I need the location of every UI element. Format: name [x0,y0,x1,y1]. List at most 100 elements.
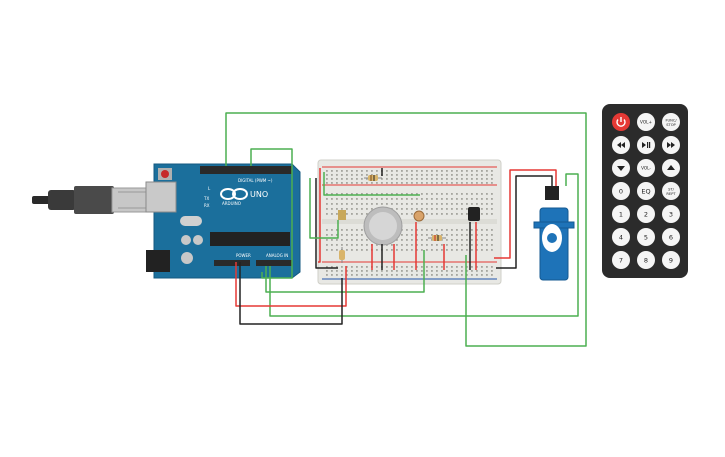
wire-red [235,262,347,307]
breadboard-hole [331,178,333,180]
breadboard-hole [481,274,483,276]
remote-button-label: 1 [619,210,623,218]
breadboard-hole [451,274,453,276]
remote-button[interactable] [612,136,630,154]
remote-button[interactable]: 1 [612,205,630,223]
breadboard-hole [331,234,333,236]
ir-receiver[interactable] [468,207,480,221]
remote-button-label: STOP [666,123,676,127]
breadboard-hole [466,193,468,195]
temperature-sensor[interactable] [338,210,346,220]
breadboard-hole [481,182,483,184]
remote-button[interactable] [612,113,630,131]
breadboard-hole [411,208,413,210]
breadboard-hole [461,170,463,172]
breadboard-hole [386,193,388,195]
breadboard-hole [376,170,378,172]
remote-button-label: 6 [669,233,673,241]
remote-button[interactable]: VOL- [637,159,655,177]
breadboard-hole [376,203,378,205]
breadboard-hole [341,198,343,200]
resistor[interactable] [339,247,345,263]
breadboard-hole [461,234,463,236]
breadboard-hole [421,174,423,176]
breadboard-hole [476,178,478,180]
resistor[interactable] [364,175,382,181]
breadboard-hole [446,239,448,241]
breadboard-hole [456,193,458,195]
remote-button[interactable]: 8 [637,251,655,269]
breadboard-hole [396,170,398,172]
remote-button[interactable]: VOL+ [637,113,655,131]
remote-button[interactable]: 9 [662,251,680,269]
remote-button[interactable]: 4 [612,228,630,246]
breadboard-hole [366,198,368,200]
breadboard-hole [396,249,398,251]
breadboard-hole [356,249,358,251]
breadboard-hole [416,239,418,241]
remote-button[interactable]: 0 [612,182,630,200]
breadboard[interactable] [317,159,502,285]
breadboard-hole [486,170,488,172]
breadboard-hole [406,174,408,176]
remote-button[interactable]: 2 [637,205,655,223]
digital-header-label: DIGITAL (PWM ~) [238,178,273,183]
breadboard-hole [401,270,403,272]
breadboard-hole [431,170,433,172]
breadboard-hole [471,170,473,172]
breadboard-hole [346,229,348,231]
wire-green [323,172,420,196]
breadboard-hole [451,266,453,268]
remote-button-label: 5 [644,233,648,241]
remote-button[interactable]: 6 [662,228,680,246]
remote-button[interactable]: 5 [637,228,655,246]
power-header [214,260,250,266]
breadboard-hole [466,270,468,272]
remote-button[interactable]: FUNC/STOP [662,113,680,131]
breadboard-hole [366,178,368,180]
breadboard-hole [396,266,398,268]
breadboard-hole [366,249,368,251]
remote-button[interactable]: EQ [637,182,655,200]
breadboard-hole [411,182,413,184]
servo-motor[interactable] [533,186,575,281]
rx-label: RX [204,203,210,208]
reset-button-cap[interactable] [161,170,169,178]
usb-cable[interactable] [32,186,161,214]
breadboard-hole [431,249,433,251]
breadboard-hole [361,244,363,246]
breadboard-hole [341,274,343,276]
remote-button[interactable] [662,159,680,177]
breadboard-hole [376,266,378,268]
breadboard-hole [456,208,458,210]
breadboard-hole [336,229,338,231]
breadboard-hole [396,198,398,200]
breadboard-hole [406,270,408,272]
breadboard-hole [396,208,398,210]
remote-button[interactable]: 3 [662,205,680,223]
breadboard-hole [431,208,433,210]
breadboard-hole [336,193,338,195]
resistor[interactable] [428,235,446,241]
remote-button[interactable] [612,159,630,177]
gas-sensor[interactable] [363,206,403,246]
breadboard-hole [361,178,363,180]
breadboard-hole [411,178,413,180]
breadboard-hole [366,244,368,246]
breadboard-hole [461,182,463,184]
breadboard-hole [346,239,348,241]
remote-button[interactable] [662,136,680,154]
breadboard-hole [371,174,373,176]
remote-button[interactable] [637,136,655,154]
breadboard-hole [326,182,328,184]
breadboard-hole [486,174,488,176]
breadboard-hole [406,274,408,276]
breadboard-hole [446,170,448,172]
photoresistor[interactable] [413,210,425,222]
arduino-uno-board[interactable]: DIGITAL (PWM ~) UNO ARDUINO TX RX L POWE… [145,163,301,279]
breadboard-hole [336,270,338,272]
remote-button[interactable]: ST/REPT [662,182,680,200]
breadboard-hole [401,174,403,176]
remote-button[interactable]: 7 [612,251,630,269]
